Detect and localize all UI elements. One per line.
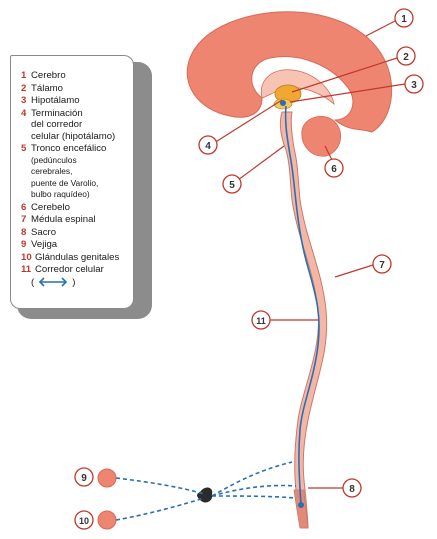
callout-4: 4 bbox=[198, 135, 218, 155]
legend-num: 2 bbox=[21, 82, 27, 94]
legend-corridor-sample: ( ) bbox=[21, 277, 133, 288]
svg-text:8: 8 bbox=[349, 484, 355, 495]
legend-label: Tronco encefálico bbox=[31, 143, 107, 154]
cell-corridor bbox=[284, 105, 320, 506]
legend-label: Cerebelo bbox=[31, 201, 70, 213]
legend-item-hypothalamus: 3 Hipotálamo bbox=[21, 95, 133, 107]
svg-text:10: 10 bbox=[79, 516, 89, 526]
legend-label: Cerebro bbox=[31, 70, 66, 81]
svg-text:4: 4 bbox=[205, 141, 211, 152]
legend-num: 1 bbox=[21, 70, 27, 81]
legend-item-spinal-cord: 7 Médula espinal bbox=[21, 214, 133, 226]
legend-label: Hipotálamo bbox=[31, 95, 80, 106]
legend-num: 8 bbox=[21, 226, 27, 238]
legend-label: Sacro bbox=[31, 226, 57, 238]
legend-num: 3 bbox=[21, 95, 27, 106]
callout-lines bbox=[213, 20, 406, 489]
legend-label-group: Tronco encefálico (pedúnculos cerebrales… bbox=[31, 143, 106, 201]
legend-num: 10 bbox=[21, 251, 32, 263]
legend-num: 7 bbox=[21, 214, 27, 225]
callout-8: 8 bbox=[342, 478, 362, 498]
cerebellum bbox=[301, 116, 342, 157]
cerebrum bbox=[186, 11, 393, 133]
callout-markers: 1 2 3 4 5 6 7 8 9 10 11 bbox=[74, 8, 424, 530]
callout-9: 9 bbox=[74, 467, 94, 487]
legend-num: 6 bbox=[21, 201, 27, 213]
sacrum bbox=[293, 489, 309, 529]
legend-item-cerebellum: 6 Cerebelo bbox=[21, 202, 133, 214]
callout-3: 3 bbox=[404, 74, 424, 94]
legend-item-corridor-termination: 4 Terminación del corredor celular (hipo… bbox=[21, 108, 133, 143]
svg-text:2: 2 bbox=[403, 52, 409, 63]
legend-label: Glándulas genitales bbox=[35, 251, 120, 263]
nerve-paths bbox=[115, 461, 297, 521]
hypothalamus-core bbox=[280, 100, 286, 106]
legend-num: 9 bbox=[21, 239, 27, 250]
legend-num: 5 bbox=[21, 143, 27, 154]
callout-11: 11 bbox=[251, 310, 271, 330]
legend-label: Médula espinal bbox=[31, 214, 96, 225]
legend-item-genital-glands: 10 Glándulas genitales bbox=[21, 252, 133, 264]
svg-text:5: 5 bbox=[229, 180, 235, 191]
callout-10: 10 bbox=[74, 510, 94, 530]
callout-1: 1 bbox=[394, 8, 414, 28]
paren-open: ( bbox=[31, 276, 35, 288]
legend-panel: 1 Cerebro 2 Tálamo 3 Hipotálamo 4 Termin… bbox=[10, 55, 134, 309]
legend-num: 11 bbox=[21, 264, 32, 275]
legend-num: 4 bbox=[21, 107, 27, 119]
corridor-end-sacral bbox=[298, 502, 304, 508]
paren-close: ) bbox=[72, 276, 76, 288]
svg-text:7: 7 bbox=[379, 260, 385, 271]
callout-7: 7 bbox=[372, 254, 392, 274]
svg-text:6: 6 bbox=[331, 164, 337, 175]
legend-label: Corredor celular bbox=[35, 264, 104, 275]
legend-label: Terminación del corredor celular (hipotá… bbox=[31, 107, 116, 142]
legend-item-bladder: 9 Vejiga bbox=[21, 239, 133, 251]
svg-text:9: 9 bbox=[81, 473, 87, 484]
callout-2: 2 bbox=[396, 46, 416, 66]
legend-label: Tálamo bbox=[31, 82, 63, 94]
legend-note: (pedúnculos cerebrales, puente de Varoli… bbox=[31, 154, 99, 199]
legend-item-thalamus: 2 Tálamo bbox=[21, 83, 133, 95]
svg-text:1: 1 bbox=[401, 14, 407, 25]
genital-glands bbox=[97, 510, 117, 530]
svg-text:3: 3 bbox=[411, 80, 417, 91]
legend-item-cell-corridor: 11 Corredor celular bbox=[21, 264, 133, 276]
callout-5: 5 bbox=[222, 174, 242, 194]
callout-6: 6 bbox=[324, 158, 344, 178]
bladder bbox=[97, 468, 117, 488]
legend-item-cerebrum: 1 Cerebro bbox=[21, 70, 133, 82]
legend-item-brainstem: 5 Tronco encefálico (pedúnculos cerebral… bbox=[21, 143, 133, 201]
legend-label: Vejiga bbox=[31, 239, 58, 250]
svg-text:11: 11 bbox=[256, 316, 266, 326]
legend-item-sacrum: 8 Sacro bbox=[21, 227, 133, 239]
double-arrow-icon bbox=[39, 277, 68, 287]
